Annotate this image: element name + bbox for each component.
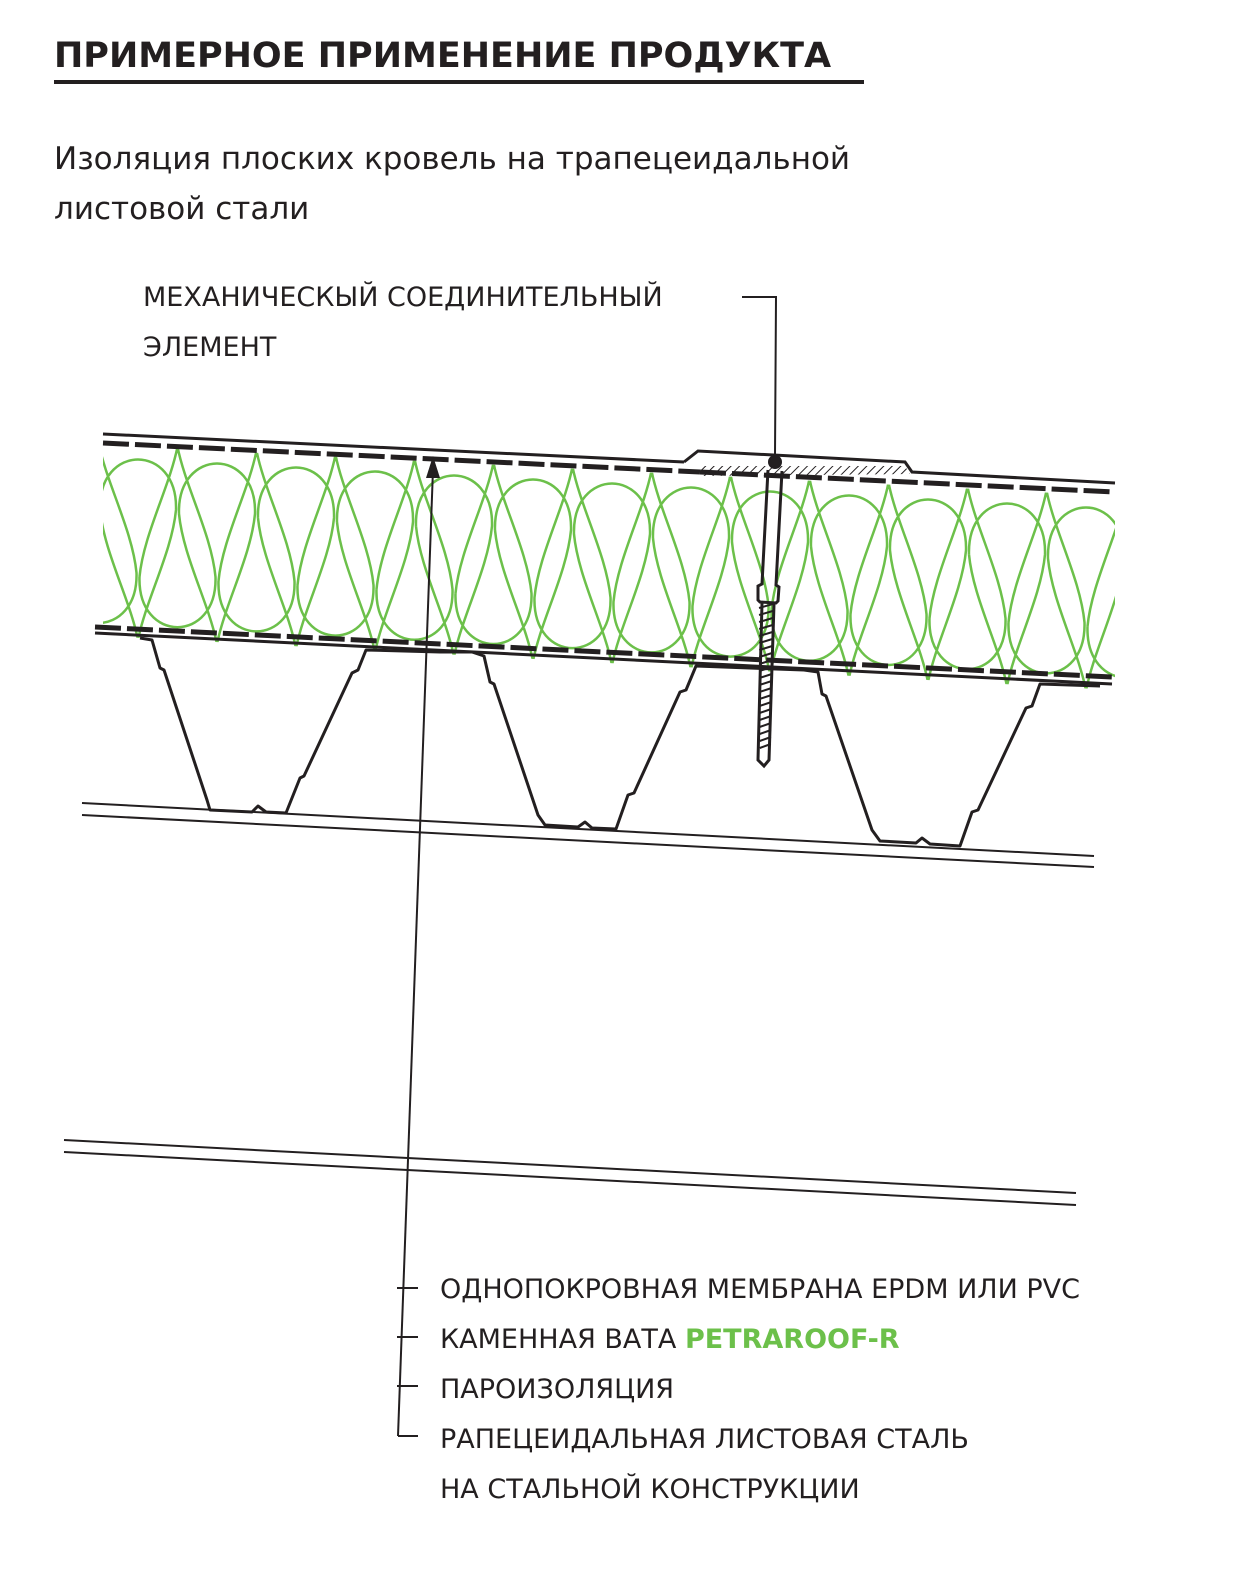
screw-thread	[759, 680, 773, 686]
vapour-barrier-layer	[94, 624, 1113, 686]
rock-wool-fibres	[103, 445, 1115, 690]
layer-legend: ОДНОПОКРОВНАЯ МЕМБРАНА EPDM ИЛИ PVC КАМЕ…	[440, 1265, 1080, 1515]
subtitle-line-1: Изоляция плоских кровель на трапецеидаль…	[54, 141, 851, 177]
legend-steel-sheet: РАПЕЦЕИДАЛЬНАЯ ЛИСТОВАЯ СТАЛЬ НА СТАЛЬНО…	[440, 1415, 1080, 1515]
legend-vapour-barrier: ПАРОИЗОЛЯЦИЯ	[440, 1374, 675, 1405]
legend-membrane: ОДНОПОКРОВНАЯ МЕМБРАНА EPDM ИЛИ PVC	[440, 1274, 1080, 1305]
screw-thread	[759, 729, 772, 735]
screw-thread	[759, 708, 772, 714]
screw-thread	[758, 638, 773, 644]
legend-rock-wool: КАМЕННАЯ ВАТА PETRAROOF-R	[440, 1315, 1080, 1365]
screw-thread	[758, 645, 773, 651]
fastener-label: МЕХАНИЧЕСКЫЙ СОЕДИНИТЕЛЬНЫЙ ЭЛЕМЕНТ	[143, 273, 663, 373]
product-name: PETRAROOF-R	[684, 1324, 900, 1355]
screw-thread	[758, 624, 773, 630]
title-underline	[54, 80, 864, 84]
subtitle: Изоляция плоских кровель на трапецеидаль…	[54, 134, 954, 234]
screw-thread	[759, 673, 773, 679]
trapezoidal-steel-sheet	[139, 636, 1101, 848]
fastener-label-line-1: МЕХАНИЧЕСКЫЙ СОЕДИНИТЕЛЬНЫЙ	[143, 282, 663, 313]
screw-thread	[759, 701, 772, 707]
screw-thread	[759, 722, 772, 728]
fastener-label-line-2: ЭЛЕМЕНТ	[143, 332, 277, 363]
screw-thread	[758, 652, 773, 658]
screw-thread	[758, 631, 773, 637]
legend-rock-wool-label: КАМЕННАЯ ВАТА	[440, 1324, 685, 1355]
screw-thread	[759, 715, 772, 721]
steel-beams	[63, 802, 1095, 1206]
subtitle-line-2: листовой стали	[54, 191, 310, 227]
leader-lines	[397, 296, 778, 1437]
screw-thread	[758, 610, 774, 616]
screw-thread	[758, 603, 774, 609]
screw-thread	[759, 687, 772, 693]
screw-thread	[759, 659, 773, 665]
legend-steel-line-1: РАПЕЦЕИДАЛЬНАЯ ЛИСТОВАЯ СТАЛЬ	[440, 1424, 969, 1455]
screw-thread	[759, 743, 772, 749]
screw-thread	[759, 694, 772, 700]
rock-wool-layer	[103, 445, 1115, 690]
screw-thread	[759, 666, 773, 672]
screw-thread	[758, 617, 773, 623]
mechanical-fastener	[756, 455, 784, 769]
screw-thread	[759, 736, 772, 742]
page-title: ПРИМЕРНОЕ ПРИМЕНЕНИЕ ПРОДУКТА	[54, 36, 832, 76]
legend-steel-line-2: НА СТАЛЬНОЙ КОНСТРУКЦИИ	[440, 1474, 860, 1505]
